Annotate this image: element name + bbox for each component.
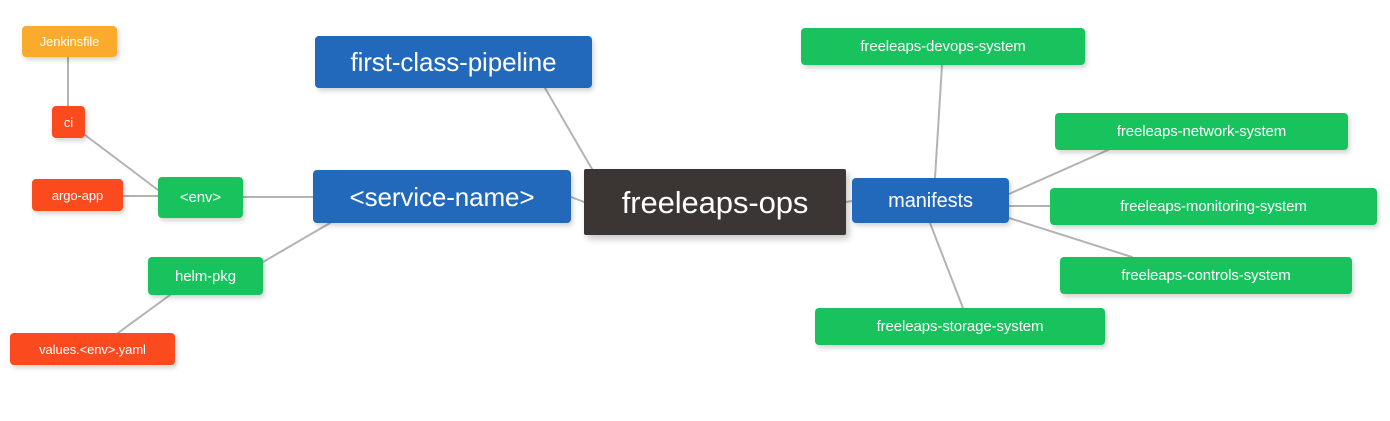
node-label: freeleaps-storage-system: [876, 318, 1044, 335]
edge-manifests-to-storage-system: [929, 222, 964, 309]
node-jenkinsfile[interactable]: Jenkinsfile: [22, 26, 117, 57]
node-label: freeleaps-monitoring-system: [1120, 198, 1307, 215]
edge-root-to-first-class-pipeline: [544, 87, 593, 170]
edge-helm-pkg-to-values-yaml: [117, 294, 171, 334]
node-values-yaml[interactable]: values.<env>.yaml: [10, 333, 175, 365]
node-label: values.<env>.yaml: [39, 341, 146, 357]
node-label: manifests: [888, 189, 973, 212]
node-label: freeleaps-ops: [621, 184, 809, 220]
node-label: first-class-pipeline: [350, 47, 557, 77]
node-controls-system[interactable]: freeleaps-controls-system: [1060, 257, 1352, 294]
node-helm-pkg[interactable]: helm-pkg: [148, 257, 263, 295]
node-service-name[interactable]: <service-name>: [313, 170, 571, 223]
node-ci[interactable]: ci: [52, 106, 85, 138]
node-label: ci: [63, 114, 74, 130]
node-monitoring-system[interactable]: freeleaps-monitoring-system: [1050, 188, 1377, 225]
node-network-system[interactable]: freeleaps-network-system: [1055, 113, 1348, 150]
node-label: argo-app: [51, 187, 104, 203]
node-root[interactable]: freeleaps-ops: [584, 169, 846, 235]
node-env[interactable]: <env>: [158, 177, 243, 218]
node-manifests[interactable]: manifests: [852, 178, 1009, 223]
node-first-class-pipeline[interactable]: first-class-pipeline: [315, 36, 592, 88]
node-label: freeleaps-devops-system: [860, 38, 1026, 55]
node-label: freeleaps-network-system: [1116, 123, 1287, 140]
node-devops-system[interactable]: freeleaps-devops-system: [801, 28, 1085, 65]
node-storage-system[interactable]: freeleaps-storage-system: [815, 308, 1105, 345]
edge-service-name-to-helm-pkg: [262, 222, 331, 263]
node-label: Jenkinsfile: [39, 34, 100, 49]
node-label: <service-name>: [349, 181, 535, 212]
node-label: freeleaps-controls-system: [1121, 267, 1291, 284]
edge-manifests-to-devops-system: [934, 64, 943, 179]
node-label: helm-pkg: [175, 267, 236, 285]
node-label: <env>: [179, 189, 222, 206]
node-argo-app[interactable]: argo-app: [32, 179, 123, 211]
edge-root-to-service-name: [570, 196, 585, 203]
